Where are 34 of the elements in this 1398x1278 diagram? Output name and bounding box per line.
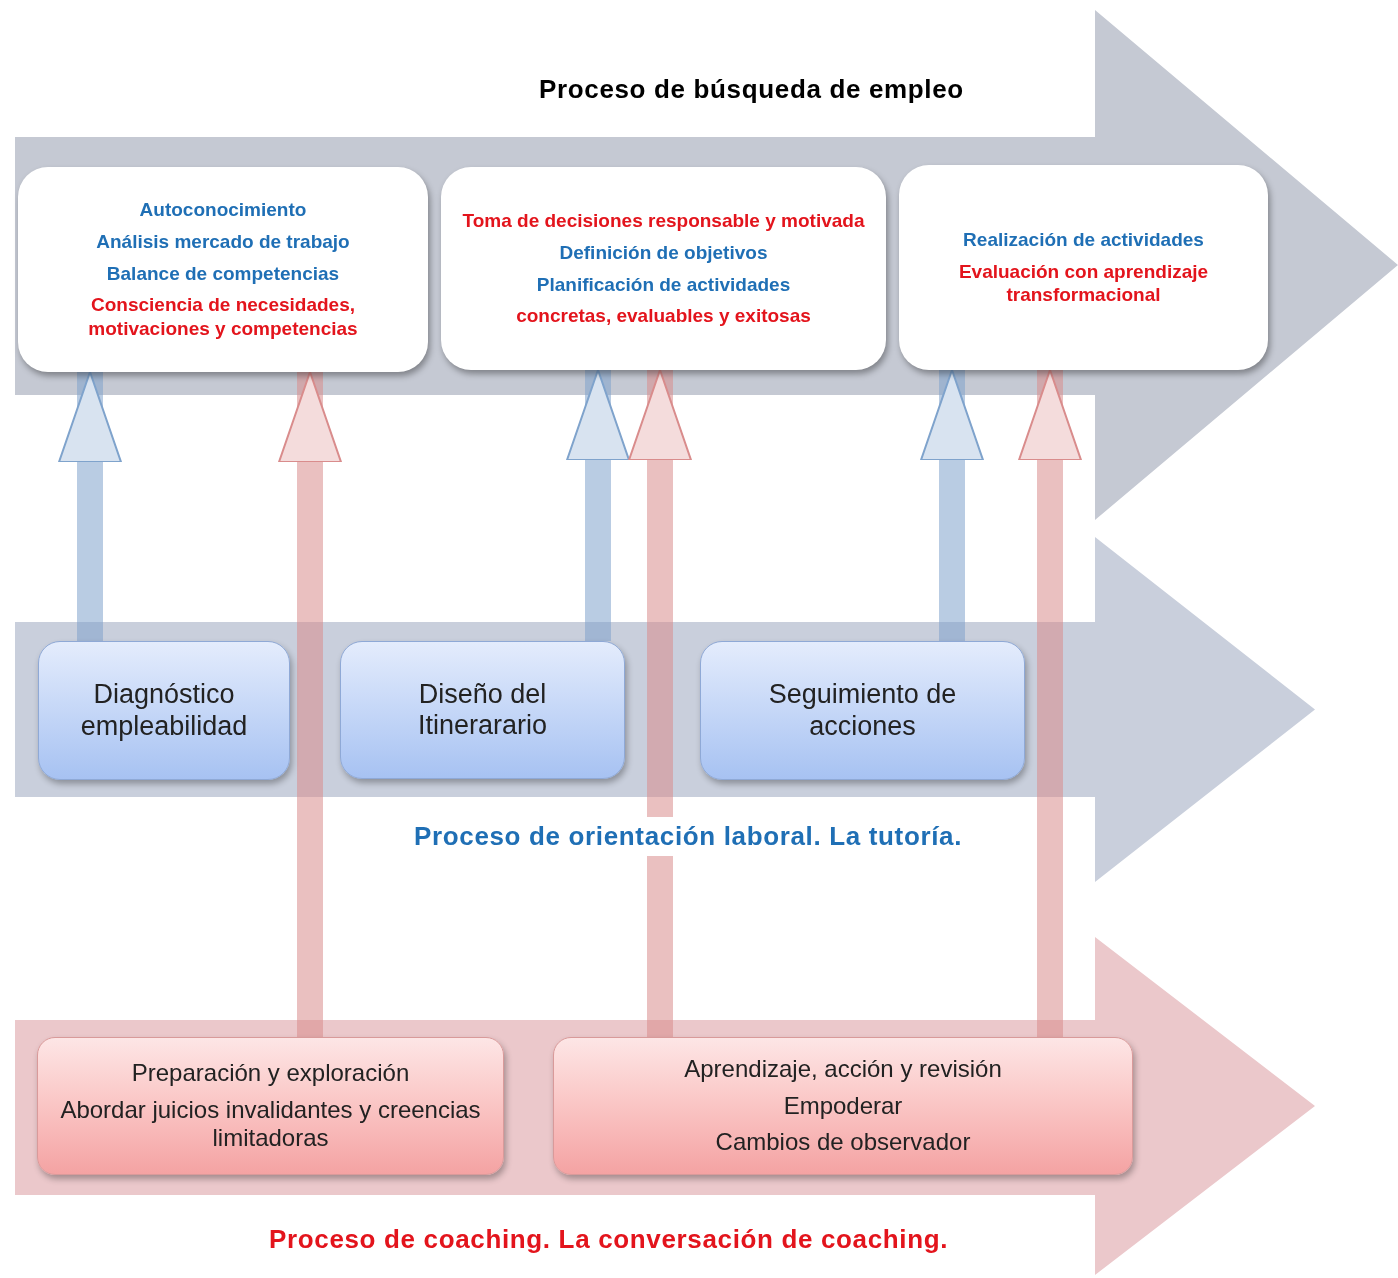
block-arrow bbox=[1018, 369, 1082, 1037]
step-text: Consciencia de necesidades, motivaciones y competencias bbox=[87, 293, 359, 341]
process-title: Proceso de coaching. La conversación de coaching. bbox=[268, 1223, 950, 1256]
block-arrow bbox=[628, 369, 692, 1037]
step-text: Balance de competencias bbox=[106, 261, 340, 286]
step-text: Diseño del Itinerarario bbox=[416, 678, 549, 742]
step-card bbox=[899, 165, 1268, 370]
process-title: Proceso de búsqueda de empleo bbox=[538, 73, 965, 106]
step-text: Evaluación con aprendizaje transformacional bbox=[957, 259, 1210, 308]
step-text: Aprendizaje, acción y revisión bbox=[684, 1054, 1002, 1084]
step-text: Cambios de observador bbox=[715, 1128, 971, 1158]
step-card bbox=[441, 167, 886, 370]
block-arrow bbox=[566, 369, 630, 641]
step-text: concretas, evaluables y exitosas bbox=[516, 304, 811, 328]
step-text: Preparación y exploración bbox=[131, 1058, 410, 1088]
step-text: Análisis mercado de trabajo bbox=[96, 229, 350, 254]
tutoring-step-box bbox=[38, 641, 290, 780]
coaching-step-box bbox=[37, 1037, 504, 1175]
step-text: Autoconocimiento bbox=[139, 198, 307, 222]
block-arrow bbox=[58, 371, 122, 641]
step-text: Abordar juicios invalidantes y creencias limitadoras bbox=[59, 1095, 482, 1154]
step-text: Empoderar bbox=[783, 1091, 903, 1121]
block-arrow bbox=[920, 369, 984, 641]
block-arrow bbox=[278, 371, 342, 1037]
step-text: Realización de actividades bbox=[963, 227, 1204, 252]
step-text: Diagnóstico empleabilidad bbox=[79, 679, 249, 742]
step-text: Planificación de actividades bbox=[536, 272, 791, 297]
step-card bbox=[18, 167, 428, 372]
tutoring-step-box bbox=[340, 641, 625, 779]
step-text: Seguimiento de acciones bbox=[767, 679, 958, 742]
step-text: Definición de objetivos bbox=[559, 240, 768, 265]
tutoring-step-box bbox=[700, 641, 1025, 780]
coaching-step-box bbox=[553, 1037, 1133, 1175]
step-text: Toma de decisiones responsable y motivada bbox=[462, 209, 865, 233]
